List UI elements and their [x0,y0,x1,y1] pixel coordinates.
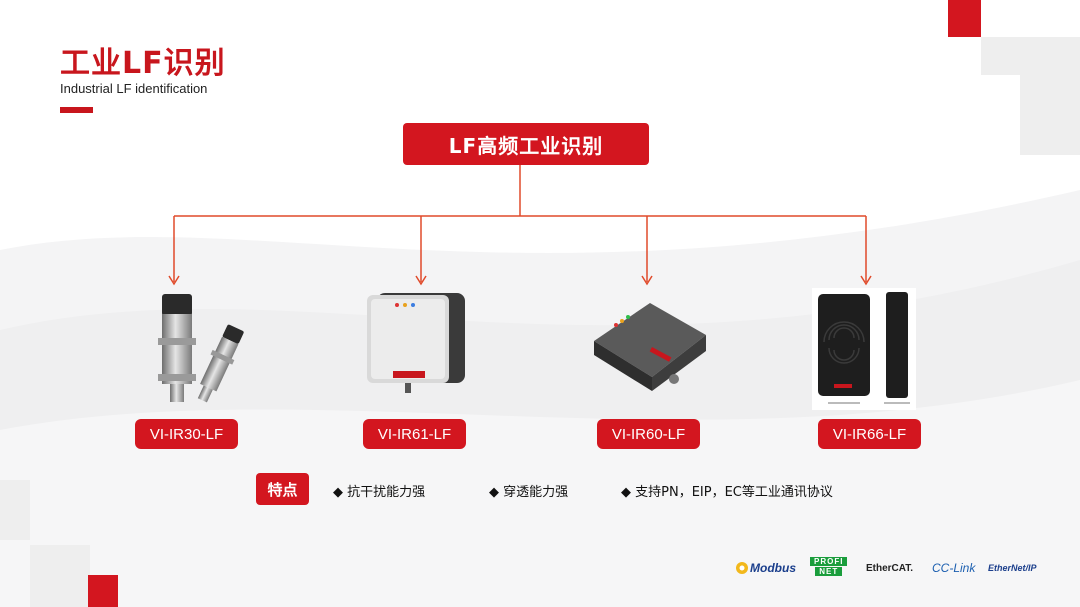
ethercat-logo-text: EtherCAT. [866,562,914,574]
cclink-logo: CC-Link [932,556,975,580]
product-label-vi-ir60: VI-IR60-LF [597,419,700,449]
profinet-logo: PROFI NET [810,557,848,576]
page-title: 工业LF识别 [60,46,226,81]
product-label-vi-ir61: VI-IR61-LF [363,419,466,449]
modbus-logo: Modbus [734,556,796,580]
features-badge: 特点 [256,473,309,505]
product-image-vi-ir30 [158,294,244,403]
modbus-logo-text: Modbus [750,561,796,575]
ethercat-logo: EtherCAT. [866,556,913,580]
ethernetip-logo: EtherNet/IP [988,556,1037,580]
title-underline [60,107,93,113]
product-label-vi-ir66: VI-IR66-LF [818,419,921,449]
profinet-logo-bottom: NET [815,567,843,576]
feature-item-penetration: ◆ 穿透能力强 [489,485,569,500]
modbus-gear-icon [736,562,748,574]
feature-item-anti-interference: ◆ 抗干扰能力强 [333,485,426,500]
product-image-vi-ir61 [367,293,465,393]
product-label-vi-ir30: VI-IR30-LF [135,419,238,449]
root-category-box: LF高频工业识别 [403,123,649,165]
product-image-vi-ir60 [594,303,706,391]
cclink-logo-text: CC-Link [932,561,976,575]
feature-item-protocols: ◆ 支持PN，EIP，EC等工业通讯协议 [621,485,833,500]
ethernetip-logo-text: EtherNet/IP [988,563,1037,573]
product-image-vi-ir66 [812,288,916,410]
page-subtitle: Industrial LF identification [60,81,208,96]
profinet-logo-top: PROFI [810,557,848,566]
